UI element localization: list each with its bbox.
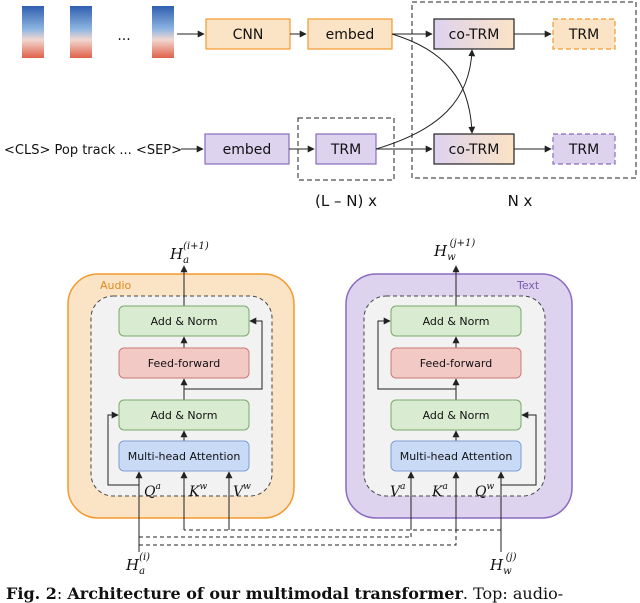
caption-rest: . Top: audio- — [462, 584, 564, 603]
token-sequence: <CLS> Pop track ... <SEP> — [4, 143, 182, 158]
text-residual-1 — [501, 411, 537, 486]
spectrogram-1 — [22, 6, 44, 58]
audio-add-norm-top — [118, 305, 250, 337]
text-k-label: Ka — [431, 482, 448, 500]
arrow-trm-to-cotrm-audio — [375, 49, 476, 150]
audio-output-label: Ha(i+1) — [169, 241, 209, 266]
text-add-norm-top-label: Add & Norm — [423, 315, 490, 328]
audio-add-norm-top-label: Add & Norm — [151, 315, 218, 328]
co-trm-audio-label: co-TRM — [449, 27, 500, 43]
co-trm-text-box — [433, 133, 515, 165]
audio-attention-label: Multi-head Attention — [128, 450, 241, 463]
caption-title: Architecture of our multimodal transform… — [67, 584, 463, 603]
text-block-title: Text — [516, 279, 540, 292]
audio-feed-forward-label: Feed-forward — [148, 357, 220, 370]
audio-residual-2 — [184, 317, 263, 390]
trm-text-label: TRM — [330, 142, 361, 158]
text-residual-2 — [377, 317, 456, 390]
audio-block-title: Audio — [100, 279, 132, 292]
trm-text-out-label: TRM — [568, 142, 599, 158]
co-trm-audio-box — [433, 18, 515, 50]
trm-audio-out-box — [552, 18, 616, 50]
cnn-label: CNN — [233, 27, 264, 43]
caption-colon: : — [56, 584, 68, 603]
embed-audio-label: embed — [326, 27, 375, 43]
label-l-minus-n: (L – N) x — [315, 192, 377, 210]
audio-feed-forward — [118, 347, 250, 379]
embed-text-box — [204, 133, 290, 165]
trm-text-out-box — [552, 133, 616, 165]
co-trm-n-group — [411, 1, 637, 179]
text-output-label: Hw(j+1) — [433, 238, 475, 263]
audio-v-label: Vw — [233, 482, 251, 500]
text-q-label: Qw — [475, 482, 494, 500]
text-feed-forward-label: Feed-forward — [420, 357, 492, 370]
text-input-label: Hw(j) — [489, 552, 517, 577]
text-feed-forward — [390, 347, 522, 379]
text-attention — [390, 440, 522, 472]
trm-text-box — [315, 133, 377, 165]
text-block: Text Hw(j+1) Add & Norm Feed-forward Add… — [345, 238, 573, 545]
text-add-norm-bottom-label: Add & Norm — [423, 409, 490, 422]
text-attention-label: Multi-head Attention — [400, 450, 513, 463]
audio-residual-1 — [107, 411, 139, 486]
audio-block: Audio Ha(i+1) Add & Norm Feed-forward Ad… — [67, 241, 295, 545]
text-add-norm-top — [390, 305, 522, 337]
co-trm-text-label: co-TRM — [449, 142, 500, 158]
spectrogram-2 — [70, 6, 92, 58]
audio-input-label: Ha(i) — [125, 552, 150, 577]
embed-text-label: embed — [223, 142, 272, 158]
label-n: N x — [508, 192, 533, 210]
embed-audio-box — [307, 18, 393, 50]
audio-attention — [118, 440, 250, 472]
audio-input-to-text-kv — [138, 530, 412, 545]
caption-prefix: Fig. 2 — [6, 584, 57, 603]
spectrogram-3 — [152, 6, 174, 58]
text-v-label: Va — [390, 482, 406, 500]
spectrogram-inputs — [22, 6, 174, 58]
arrow-embed-to-cotrm-text — [391, 33, 476, 134]
figure-caption: Fig. 2: Architecture of our multimodal t… — [6, 584, 563, 603]
spectrogram-ellipsis: ... — [117, 28, 130, 44]
audio-k-label: Kw — [188, 482, 207, 500]
audio-add-norm-bottom-label: Add & Norm — [151, 409, 218, 422]
audio-q-label: Qa — [144, 482, 161, 500]
text-add-norm-bottom — [390, 399, 522, 431]
audio-input-line — [139, 530, 457, 546]
audio-add-norm-bottom — [118, 399, 250, 431]
trm-l-minus-n-group — [297, 117, 395, 181]
trm-audio-out-label: TRM — [568, 27, 599, 43]
